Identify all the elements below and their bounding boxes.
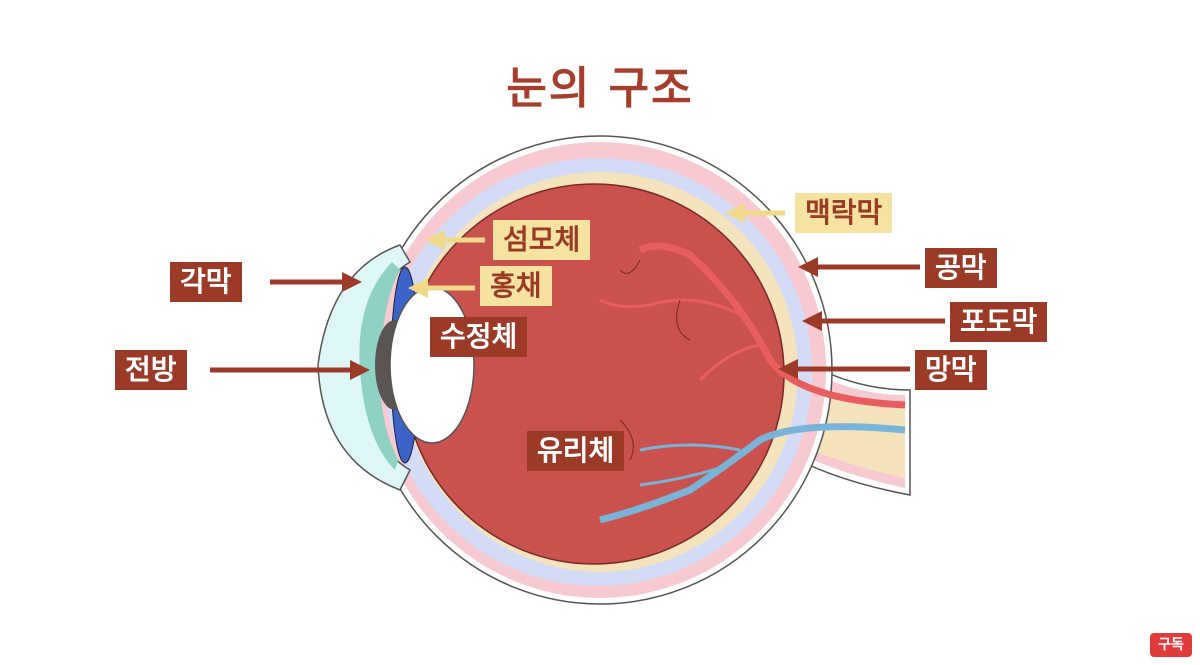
label-vitreous: 유리체 xyxy=(527,431,625,471)
label-ciliary-body: 섬모체 xyxy=(493,220,591,260)
label-lens: 수정체 xyxy=(430,317,528,357)
label-iris: 홍채 xyxy=(480,266,552,306)
label-anterior-chamber: 전방 xyxy=(115,350,187,390)
artery-branch xyxy=(698,343,761,382)
retinal-vein xyxy=(599,423,906,524)
label-uvea: 포도막 xyxy=(950,302,1048,342)
label-sclera: 공막 xyxy=(925,248,997,288)
diagram-title: 눈의 구조 xyxy=(506,63,694,114)
vein-branch xyxy=(639,466,721,487)
lens-shape xyxy=(389,286,475,444)
label-choroid: 맥락막 xyxy=(795,193,893,233)
label-retina: 망막 xyxy=(915,350,987,390)
artery-branch xyxy=(599,298,751,322)
vein-branch xyxy=(639,443,741,452)
retinal-artery xyxy=(638,242,906,409)
capillary-lines xyxy=(619,259,691,461)
label-cornea: 각막 xyxy=(170,262,242,302)
subscribe-badge[interactable]: 구독 xyxy=(1150,633,1192,657)
